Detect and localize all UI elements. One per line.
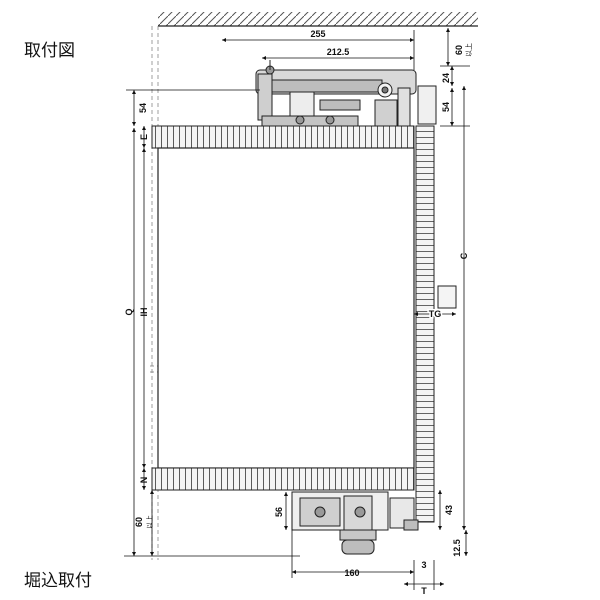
heading-installation-drawing: 取付図	[24, 41, 75, 61]
dim-54-left: 54	[138, 103, 148, 113]
dim-60-bottom: 60	[134, 517, 144, 527]
dim-12-5: 12.5	[452, 539, 462, 557]
door-leaf	[157, 147, 415, 469]
dim-t: T	[421, 586, 427, 596]
side-frame	[415, 125, 435, 523]
top-track-assembly	[255, 60, 417, 127]
heading-recessed-installation: 堀込取付	[24, 571, 92, 591]
ceiling	[158, 12, 478, 27]
top-bracket	[417, 85, 437, 125]
side-handle	[437, 285, 457, 309]
dim-160: 160	[344, 568, 359, 578]
top-rail-panel	[151, 125, 415, 149]
dim-56: 56	[274, 507, 284, 517]
dim-60-top: 60	[454, 45, 464, 55]
dim-60-bottom-min-label: 以上	[145, 515, 154, 529]
dim-q: Q	[124, 308, 134, 315]
dim-3: 3	[421, 560, 426, 570]
dim-e: E	[139, 134, 149, 140]
dim-255: 255	[310, 29, 325, 39]
dim-212-5: 212.5	[327, 47, 350, 57]
dim-ih: IH	[139, 308, 149, 317]
bottom-guide-assembly	[291, 491, 419, 555]
dim-tg: TG	[429, 309, 442, 319]
dim-60-top-min-label: 以上	[464, 43, 473, 57]
dim-24: 24	[441, 73, 451, 83]
dim-n: N	[139, 477, 149, 484]
bottom-rail-panel	[151, 467, 415, 491]
dim-43: 43	[444, 505, 454, 515]
dim-54-right: 54	[441, 102, 451, 112]
dim-c: C	[459, 252, 469, 259]
